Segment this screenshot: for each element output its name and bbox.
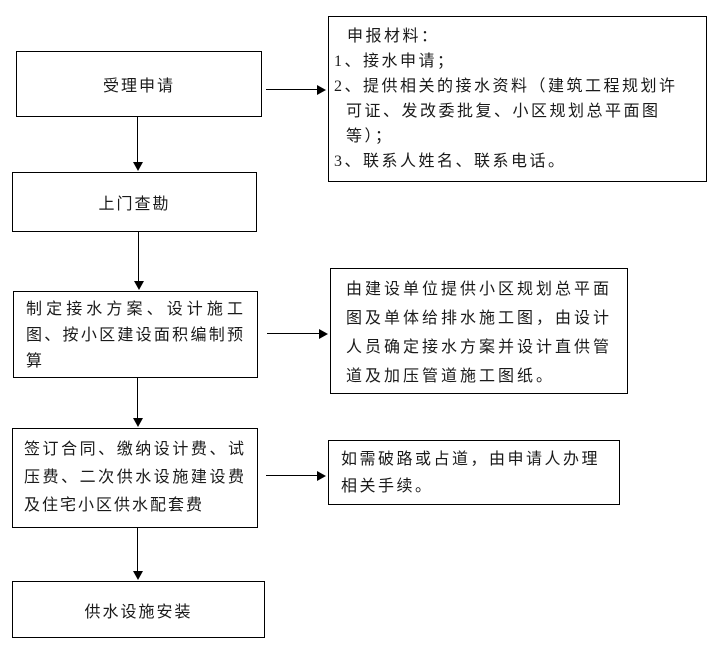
arrow-shaft — [136, 528, 139, 571]
arrow-head-down-icon — [133, 281, 144, 290]
right-arrow-step3-to-design-note — [267, 328, 328, 339]
flow-step-make-connection-plan: 制定接水方案、设计施工图、按小区建设面积编制预算 — [13, 291, 258, 378]
note-line: 相关手续。 — [341, 478, 434, 495]
down-arrow-step2-to-step3 — [133, 232, 144, 290]
note-line: 由建设单位提供小区规划总平面 — [346, 281, 613, 298]
note-line: 2、提供相关的接水资料（建筑工程规划许 — [334, 78, 678, 95]
flow-step-accept-application: 受理申请 — [16, 51, 262, 117]
note-road-permits: 如需破路或占道，由申请人办理 相关手续。 — [328, 440, 620, 505]
arrow-shaft — [267, 332, 319, 335]
arrow-head-right-icon — [319, 328, 328, 339]
arrow-head-right-icon — [317, 84, 326, 95]
note-line: 申报材料： — [347, 28, 440, 45]
flow-step-label: 签订合同、缴纳设计费、试压费、二次供水设施建设费及住宅小区供水配套费 — [24, 441, 246, 514]
flow-step-label: 制定接水方案、设计施工图、按小区建设面积编制预算 — [26, 301, 245, 370]
arrow-head-down-icon — [132, 418, 143, 427]
note-line: 可证、发改委批复、小区规划总平面图 — [346, 103, 661, 120]
down-arrow-step4-to-step5 — [132, 528, 143, 580]
arrow-shaft — [266, 88, 317, 91]
down-arrow-step1-to-step2 — [132, 117, 143, 171]
note-design-drawings: 由建设单位提供小区规划总平面 图及单体给排水施工图，由设计 人员确定接水方案并设… — [330, 268, 628, 394]
arrow-shaft — [136, 378, 139, 418]
right-arrow-step1-to-materials-note — [266, 84, 326, 95]
note-line: 图及单体给排水施工图，由设计 — [346, 310, 613, 327]
flow-step-label: 上门查勘 — [98, 196, 171, 213]
right-arrow-step4-to-road-note — [266, 470, 326, 481]
down-arrow-step3-to-step4 — [132, 378, 143, 427]
arrow-shaft — [137, 232, 140, 281]
note-line: 道及加压管道施工图纸。 — [346, 368, 556, 385]
note-line: 人员确定接水方案并设计直供管 — [346, 339, 613, 356]
arrow-head-down-icon — [132, 571, 143, 580]
arrow-head-down-icon — [132, 162, 143, 171]
flow-step-sign-contract-pay-fees: 签订合同、缴纳设计费、试压费、二次供水设施建设费及住宅小区供水配套费 — [12, 428, 258, 528]
flow-step-install-facilities: 供水设施安装 — [12, 581, 265, 638]
arrow-head-right-icon — [317, 470, 326, 481]
note-line: 1、接水申请； — [334, 53, 456, 70]
flow-step-label: 供水设施安装 — [84, 603, 193, 621]
arrow-shaft — [136, 117, 139, 162]
note-application-materials: 申报材料： 1、接水申请； 2、提供相关的接水资料（建筑工程规划许 可证、发改委… — [328, 16, 707, 182]
flow-step-onsite-survey: 上门查勘 — [12, 172, 257, 232]
flow-step-label: 受理申请 — [102, 78, 175, 95]
note-line: 等）； — [346, 128, 394, 145]
note-line: 如需破路或占道，由申请人办理 — [341, 451, 601, 468]
arrow-shaft — [266, 474, 317, 477]
note-line: 3、联系人姓名、联系电话。 — [334, 153, 567, 170]
